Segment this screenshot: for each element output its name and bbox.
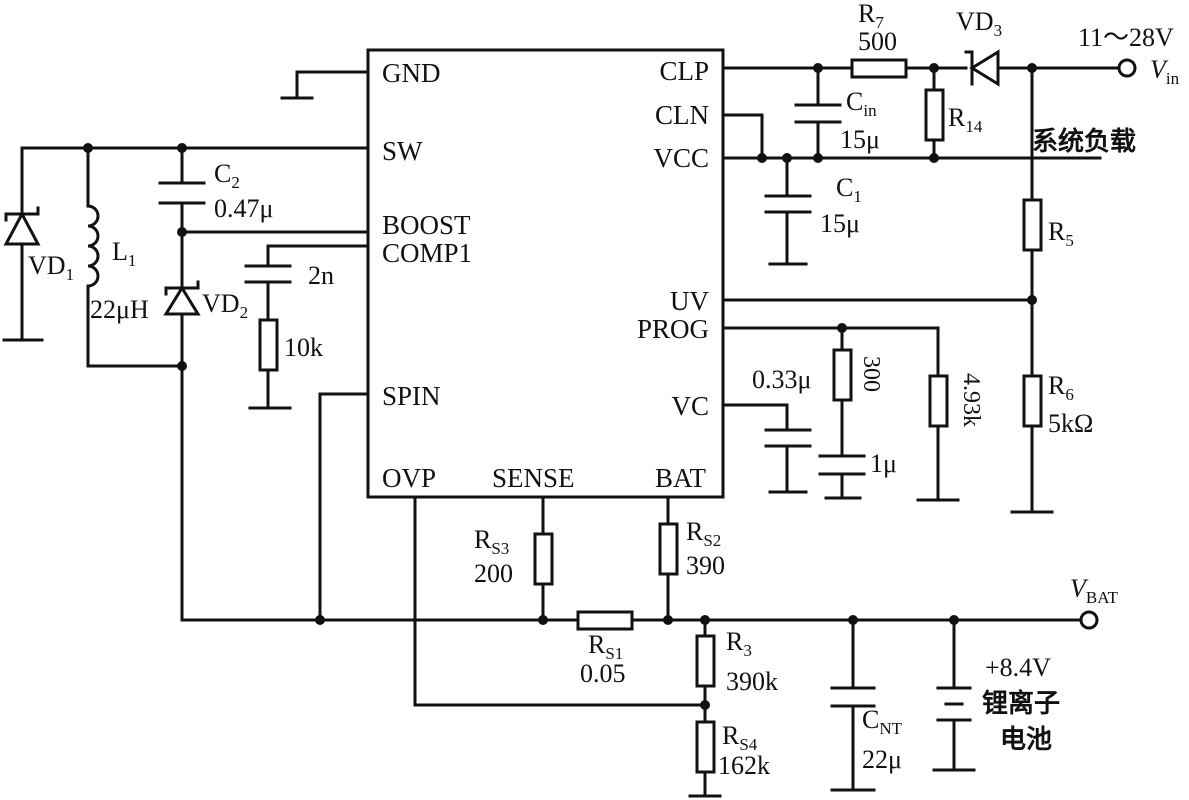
pin-clp-label: CLP — [659, 56, 709, 86]
c-vc-value: 1μ — [870, 449, 897, 478]
pin-vc-label: VC — [671, 391, 709, 421]
ovp-wire — [413, 495, 707, 707]
rs2-value: 390 — [686, 551, 725, 580]
pin-ovp-label: OVP — [382, 463, 436, 493]
cnt-value: 22μ — [862, 745, 902, 774]
r7-label: R7 — [858, 0, 884, 32]
r-prog-series-value: 300 — [858, 356, 884, 392]
pin-sw-label: SW — [382, 136, 423, 166]
rs1-resistor — [576, 610, 634, 631]
r-comp-value: 10k — [284, 333, 323, 362]
battery-type-line1: 锂离子 — [982, 688, 1060, 719]
pin-vcc-label: VCC — [653, 143, 709, 173]
r3-value: 390k — [726, 667, 778, 696]
vd2-label: VD2 — [202, 289, 248, 322]
pin-sense-label: SENSE — [492, 463, 575, 493]
pin-spin-label: SPIN — [382, 381, 441, 411]
cnt-label: CNT — [862, 705, 903, 738]
pin-comp1-label: COMP1 — [382, 238, 472, 268]
battery-type-line2: 电池 — [1000, 725, 1052, 755]
vd1-zener-diode — [3, 206, 41, 246]
cin-capacitor — [794, 66, 842, 160]
r14-label: R14 — [948, 103, 983, 136]
rs1-label: RS1 — [588, 630, 623, 663]
vbat-terminal — [1079, 610, 1099, 630]
c-comp-value: 2n — [308, 261, 334, 290]
pin-bat-label: BAT — [655, 463, 707, 493]
c-prog-value: 0.33μ — [752, 365, 811, 394]
vd3-label: VD3 — [956, 7, 1002, 40]
r7-resistor — [850, 58, 908, 79]
pin-boost-label: BOOST — [382, 210, 471, 240]
cin-label: Cin — [846, 87, 877, 120]
vin-range: 11～28V — [1078, 23, 1174, 52]
c2-label: C2 — [214, 159, 240, 192]
c1-value: 15μ — [820, 209, 860, 238]
rs4-value: 162k — [718, 751, 770, 780]
r3-label: R3 — [726, 627, 752, 660]
r-prog-value: 4.93k — [958, 373, 984, 427]
comp1-network — [244, 244, 370, 410]
c2-value: 0.47μ — [214, 194, 273, 223]
c1-capacitor — [764, 156, 812, 266]
l1-label: L1 — [112, 237, 136, 270]
r-prog-series-resistor — [832, 326, 853, 458]
rs2-label: RS2 — [686, 517, 721, 550]
r3-resistor — [695, 618, 716, 707]
c-vc-capacitor — [818, 454, 866, 500]
l1-inductor — [86, 204, 100, 292]
vc-capacitor — [721, 403, 812, 494]
rs1-value: 0.05 — [580, 659, 626, 688]
r6-value: 5kΩ — [1048, 409, 1093, 438]
vd1-label: VD1 — [28, 251, 74, 284]
rs3-label: RS3 — [474, 525, 509, 558]
pin-cln-label: CLN — [655, 100, 709, 130]
r14-resistor — [924, 66, 945, 160]
c2-capacitor — [158, 181, 206, 205]
cin-value: 15μ — [840, 125, 880, 154]
sw-net — [2, 146, 370, 622]
r5-label: R5 — [1048, 217, 1074, 250]
rs3-value: 200 — [474, 559, 513, 588]
ic-body — [366, 48, 725, 499]
system-load-label: 系统负载 — [1032, 126, 1136, 157]
pin-prog-label: PROG — [637, 314, 709, 344]
gnd-connection — [280, 70, 370, 100]
r6-resistor — [1010, 374, 1054, 514]
r7-value: 500 — [858, 27, 897, 56]
rs3-resistor — [533, 495, 554, 622]
rs4-label: RS4 — [722, 721, 758, 754]
vd2-zener-diode — [163, 280, 201, 316]
vin-terminal — [1117, 58, 1137, 78]
vin-label: Vin — [1150, 55, 1180, 88]
cln-wire — [721, 113, 764, 160]
battery-symbol — [932, 618, 976, 772]
pin-uv-label: UV — [670, 286, 709, 316]
r5-resistor — [1022, 66, 1043, 378]
r-prog-resistor — [916, 326, 960, 502]
battery-voltage: +8.4V — [985, 653, 1051, 682]
rs2-resistor — [658, 495, 679, 622]
vbat-label: VBAT — [1070, 574, 1119, 607]
l1-value: 22μH — [90, 295, 149, 324]
c1-label: C1 — [836, 173, 862, 206]
r6-label: R6 — [1048, 371, 1074, 404]
junction-dots — [83, 63, 1037, 710]
vd3-diode — [964, 49, 1000, 87]
pin-gnd-label: GND — [382, 58, 441, 88]
cnt-capacitor — [830, 618, 876, 792]
rs4-resistor — [688, 703, 722, 798]
spin-wire — [318, 392, 370, 622]
